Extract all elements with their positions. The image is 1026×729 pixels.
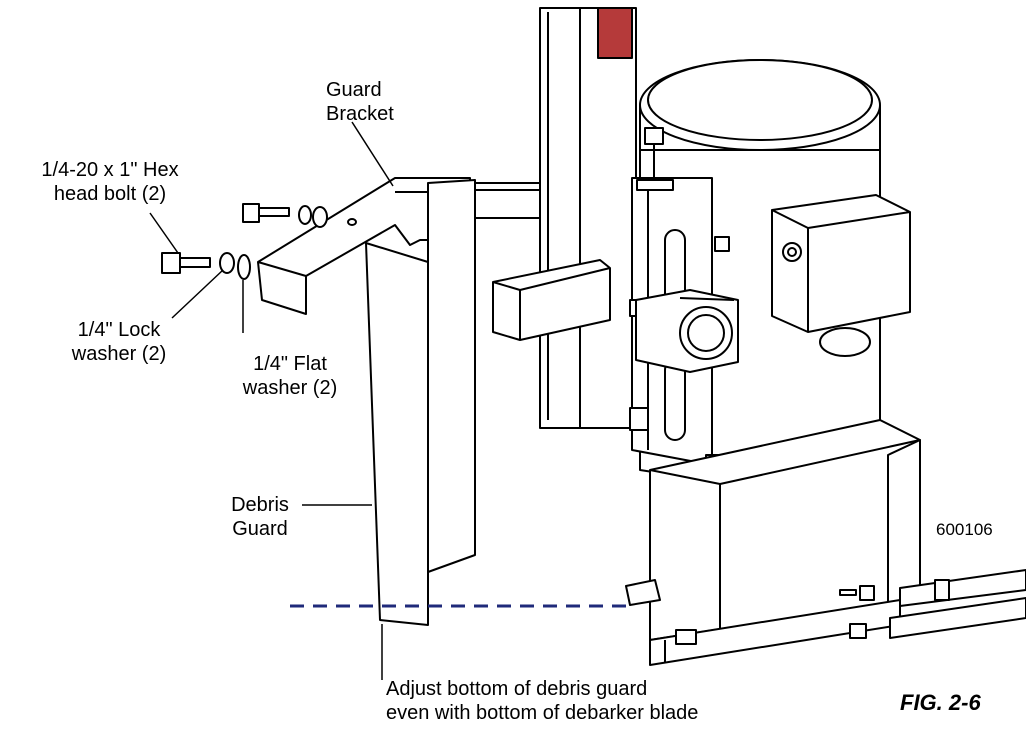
debris-guard — [365, 179, 476, 626]
column-bracket — [492, 259, 611, 341]
hex-bolt-label: 1/4-20 x 1" Hex head bolt (2) — [10, 158, 210, 206]
frame-rail — [469, 182, 541, 219]
adjust-note-label: Adjust bottom of debris guard even with … — [386, 677, 698, 725]
leader-lines — [149, 121, 394, 680]
hardware-set — [161, 203, 328, 280]
part-number: 600106 — [936, 520, 993, 539]
blade-housing — [635, 289, 739, 373]
guard-bracket-label: Guard Bracket — [326, 78, 394, 126]
guard-bracket-label-line1: Guard — [326, 79, 382, 101]
figure-number: FIG. 2-6 — [900, 690, 981, 715]
lock-washer-label-line1: 1/4" Lock — [77, 319, 161, 341]
flat-washer-label-line2: washer (2) — [242, 377, 338, 399]
gear-housing — [649, 419, 921, 666]
lock-washer-label-line2: washer (2) — [71, 343, 167, 365]
debris-guard-label: Debris Guard — [220, 493, 300, 541]
hex-bolt-label-line2: head bolt (2) — [53, 183, 167, 205]
side-rails — [889, 569, 1026, 639]
flat-washer-label: 1/4" Flat washer (2) — [230, 352, 350, 400]
lock-washer-label: 1/4" Lock washer (2) — [44, 318, 194, 366]
debris-guard-label-line2: Guard — [232, 518, 288, 540]
adjust-note-label-line2: even with bottom of debarker blade — [386, 702, 699, 724]
flat-washer-label-line1: 1/4" Flat — [253, 353, 327, 375]
adjust-note-label-line1: Adjust bottom of debris guard — [386, 678, 648, 700]
guard-bracket-label-line2: Bracket — [326, 103, 394, 125]
mast-column — [539, 7, 637, 429]
hex-bolt-label-line1: 1/4-20 x 1" Hex — [41, 159, 179, 181]
debarker-blade — [625, 579, 661, 606]
debris-guard-label-line1: Debris — [231, 494, 289, 516]
